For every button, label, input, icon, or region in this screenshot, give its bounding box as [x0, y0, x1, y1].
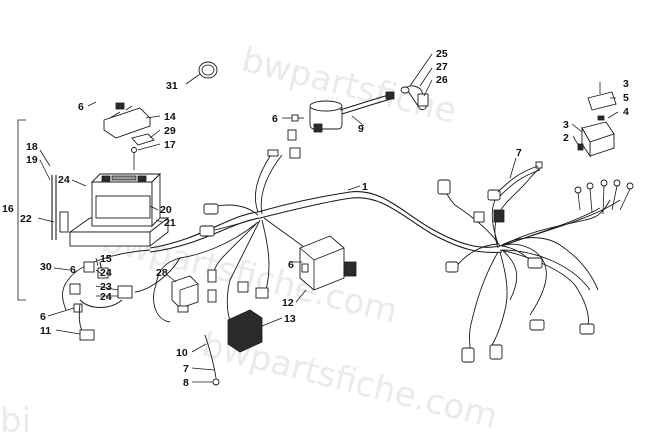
- lead-wire-7: [497, 165, 541, 197]
- harness-connectors-left: [199, 203, 269, 303]
- callout-6e: 6: [70, 264, 76, 276]
- relay-module: [227, 281, 263, 353]
- callout-labels: 1 2 3 3 4 5 6 6 6 6 6 7 7 8 9 10 11 12 1…: [2, 48, 629, 389]
- fuse-holder: [267, 129, 301, 159]
- bolt-17-head: [131, 147, 137, 153]
- callout-3b: 3: [563, 119, 569, 131]
- callout-17: 17: [164, 139, 176, 151]
- cdi-module: [299, 235, 357, 291]
- ring-terminals: [574, 179, 634, 215]
- callout-5: 5: [623, 92, 629, 104]
- callout-12: 12: [282, 297, 294, 309]
- callout-22: 22: [20, 213, 32, 225]
- callout-29: 29: [164, 125, 176, 137]
- callout-8: 8: [183, 377, 189, 389]
- battery-assembly: [68, 172, 170, 247]
- callout-11: 11: [40, 325, 51, 337]
- battery-hold-down-bracket: [103, 102, 151, 139]
- watermark-corner: bi: [0, 401, 31, 436]
- callout-4: 4: [623, 106, 629, 118]
- fuse-column: [51, 175, 69, 240]
- callout-25: 25: [436, 48, 448, 60]
- voltage-regulator: [577, 91, 617, 158]
- callout-31: 31: [166, 80, 178, 92]
- clamp-31-inner: [201, 64, 215, 76]
- callout-24c: 24: [100, 291, 112, 303]
- leader-lines: [37, 53, 619, 383]
- callout-24a: 24: [58, 174, 70, 186]
- callout-bracket-16: [17, 119, 26, 301]
- callout-24b: 24: [100, 267, 112, 279]
- callout-2: 2: [563, 132, 569, 144]
- callout-10: 10: [176, 347, 188, 359]
- callout-27: 27: [436, 61, 448, 73]
- spark-plug-cap: [400, 85, 429, 111]
- callout-7a: 7: [516, 147, 522, 159]
- screw-6-coil: [291, 114, 304, 122]
- callout-6a: 6: [78, 101, 84, 113]
- callout-7b: 7: [183, 363, 189, 375]
- harness-connectors-right: [437, 161, 595, 363]
- callout-28: 28: [156, 267, 168, 279]
- starter-relay: [171, 275, 199, 313]
- clamp-31: [198, 61, 218, 79]
- callout-18: 18: [26, 141, 38, 153]
- callout-13: 13: [284, 313, 296, 325]
- callout-16: 16: [2, 203, 14, 215]
- callout-21: 21: [164, 217, 176, 229]
- callout-19: 19: [26, 154, 38, 166]
- callout-20: 20: [160, 204, 172, 216]
- ignition-coil: [309, 91, 395, 133]
- callout-6b: 6: [272, 113, 278, 125]
- callout-14: 14: [164, 111, 176, 123]
- callout-6d: 6: [40, 311, 46, 323]
- callout-9: 9: [358, 123, 364, 135]
- callout-3a: 3: [623, 78, 629, 90]
- callout-30: 30: [40, 261, 52, 273]
- callout-6c: 6: [288, 259, 294, 271]
- callout-23: 23: [100, 281, 112, 293]
- callout-26: 26: [436, 74, 448, 86]
- callout-1: 1: [362, 181, 368, 193]
- callout-15: 15: [100, 253, 112, 265]
- battery-pad: [131, 133, 155, 146]
